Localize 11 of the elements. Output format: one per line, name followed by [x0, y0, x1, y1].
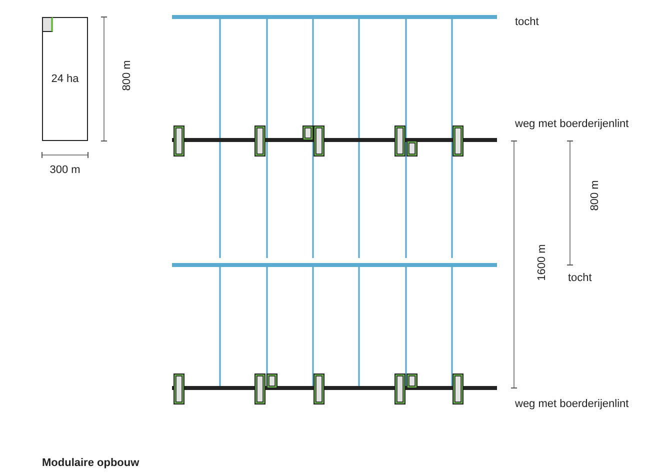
canal-label: tocht	[515, 16, 539, 29]
canal-label: tocht	[568, 272, 592, 285]
diagram-title: Modulaire opbouw	[42, 457, 140, 470]
parcel-box	[42, 17, 88, 141]
road-label: weg met boerderijenlint	[515, 398, 629, 411]
dimension-label: 800 m	[588, 180, 602, 210]
dimension-label: 1600 m	[535, 244, 548, 280]
dimension-label: 800 m	[120, 60, 134, 90]
road-label: weg met boerderijenlint	[515, 118, 629, 131]
dimension-label: 300 m	[50, 164, 80, 176]
area-label: 24 ha	[50, 73, 80, 86]
